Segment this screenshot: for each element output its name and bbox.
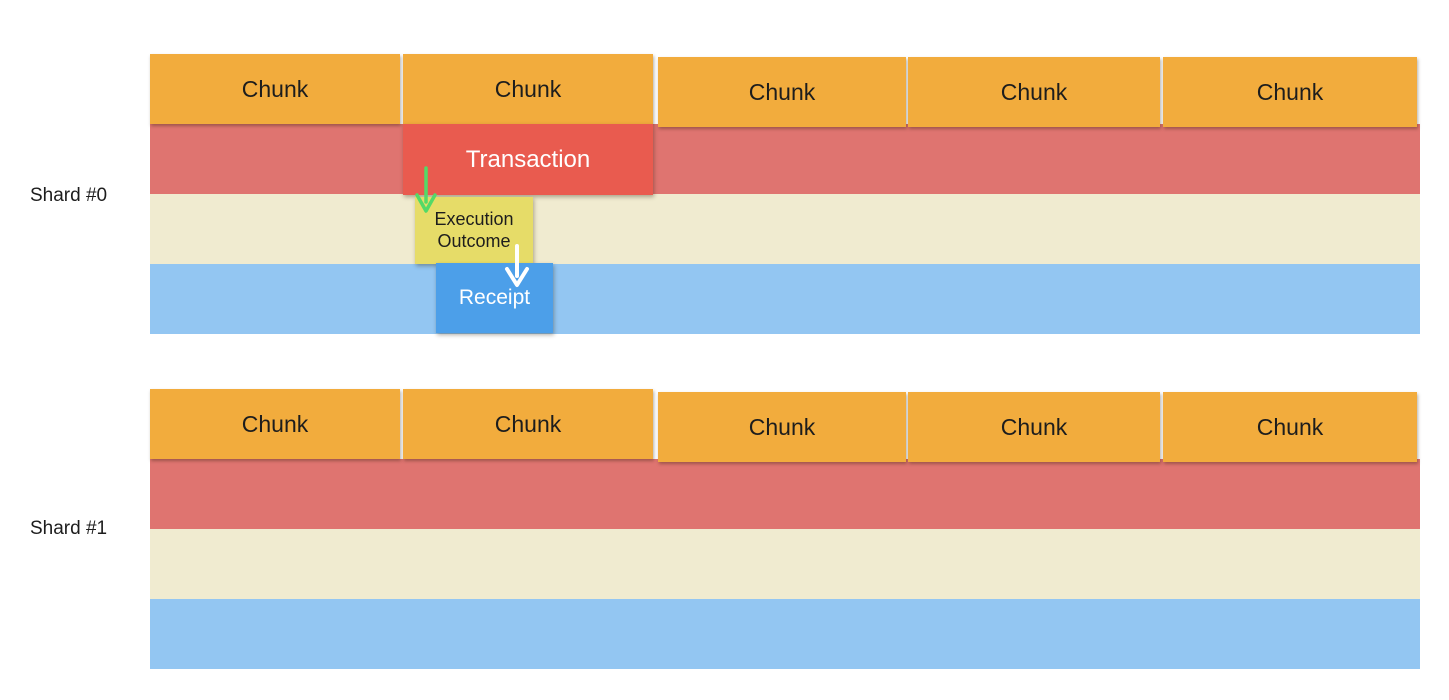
execution-outcome-label-line2: Outcome: [437, 231, 511, 251]
white-arrow-down-icon: [505, 244, 529, 287]
shard-0-label: Shard #0: [30, 185, 108, 206]
shard-1-label: Shard #1: [30, 518, 108, 539]
execution-outcome-label-line1: Execution: [434, 209, 514, 229]
execution-outcome-box: Execution Outcome: [415, 197, 533, 264]
shard-1-outcome-band: [150, 529, 1420, 599]
shard-0-chunk-4: Chunk: [908, 57, 1160, 127]
shard-0-chunk-2: Chunk: [403, 54, 653, 124]
shard-1-chunk-3: Chunk: [658, 392, 906, 462]
shard-1-chunk-5: Chunk: [1163, 392, 1417, 462]
green-arrow-down-icon: [415, 166, 437, 213]
shard-1-transaction-band: [150, 459, 1420, 529]
shard-0-transaction-band: [150, 124, 1420, 194]
shard-0-lane: Chunk Chunk Chunk Chunk Chunk Transactio…: [150, 54, 1420, 334]
shard-1-lane: Chunk Chunk Chunk Chunk Chunk: [150, 389, 1420, 669]
transaction-box: Transaction: [403, 124, 653, 195]
shard-0-chunk-3: Chunk: [658, 57, 906, 127]
shard-0-chunk-1: Chunk: [150, 54, 400, 124]
shard-0-chunk-5: Chunk: [1163, 57, 1417, 127]
shard-1-chunk-1: Chunk: [150, 389, 400, 459]
shard-1-chunk-2: Chunk: [403, 389, 653, 459]
shard-0-receipt-band: [150, 264, 1420, 334]
receipt-box: Receipt: [436, 263, 553, 333]
shard-1-receipt-band: [150, 599, 1420, 669]
shard-1-chunk-4: Chunk: [908, 392, 1160, 462]
shard-0-outcome-band: [150, 194, 1420, 264]
